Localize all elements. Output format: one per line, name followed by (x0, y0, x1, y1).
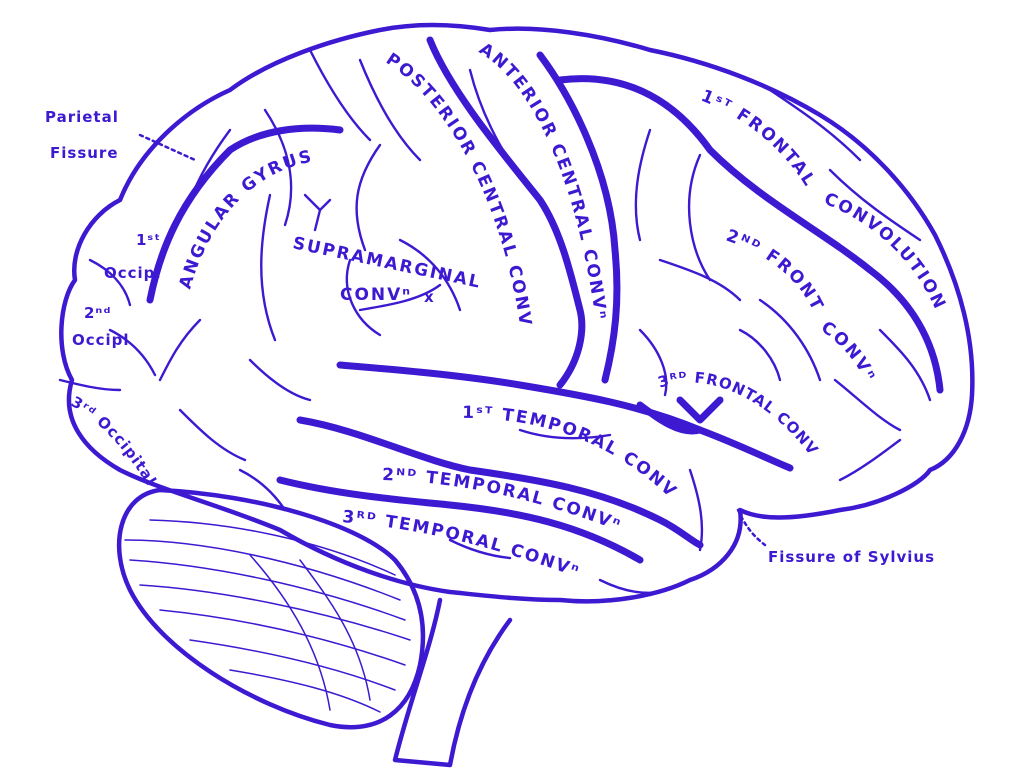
label-supramarginal-conv: CONVⁿ (340, 285, 412, 305)
cerebellum (116, 487, 426, 730)
cerebrum-outline (59, 22, 975, 604)
label-parietal-2: Fissure (50, 144, 119, 162)
label-fissure-of-sylvius: Fissure of Sylvius (768, 548, 935, 566)
parietal-leader (138, 133, 197, 162)
label-angular-gyrus: ANGULAR GYRUS (176, 146, 315, 291)
label-first-occipital-2: Occipl (104, 264, 162, 282)
label-first-occipital-1: 1ˢᵗ (136, 231, 161, 249)
sylvius-leader (736, 508, 767, 547)
label-second-occipital-2: Occipl (72, 331, 130, 349)
fissure-of-sylvius-line (336, 361, 794, 472)
minor-sulci (58, 48, 932, 594)
label-first-frontal: 1ˢᵀ FRONTAL (698, 86, 820, 191)
major-fissures (146, 36, 944, 564)
label-x-mark: x (424, 288, 435, 306)
brainstem (392, 597, 513, 768)
label-second-occipital-1: 2ⁿᵈ (84, 304, 111, 322)
central-sulcus-line (426, 36, 586, 389)
label-second-frontal-conv: CONVⁿ (817, 318, 880, 386)
label-parietal-1: Parietal (45, 108, 119, 126)
leader-lines (138, 133, 767, 547)
label-supramarginal: SUPRAMARGINAL (291, 233, 483, 293)
